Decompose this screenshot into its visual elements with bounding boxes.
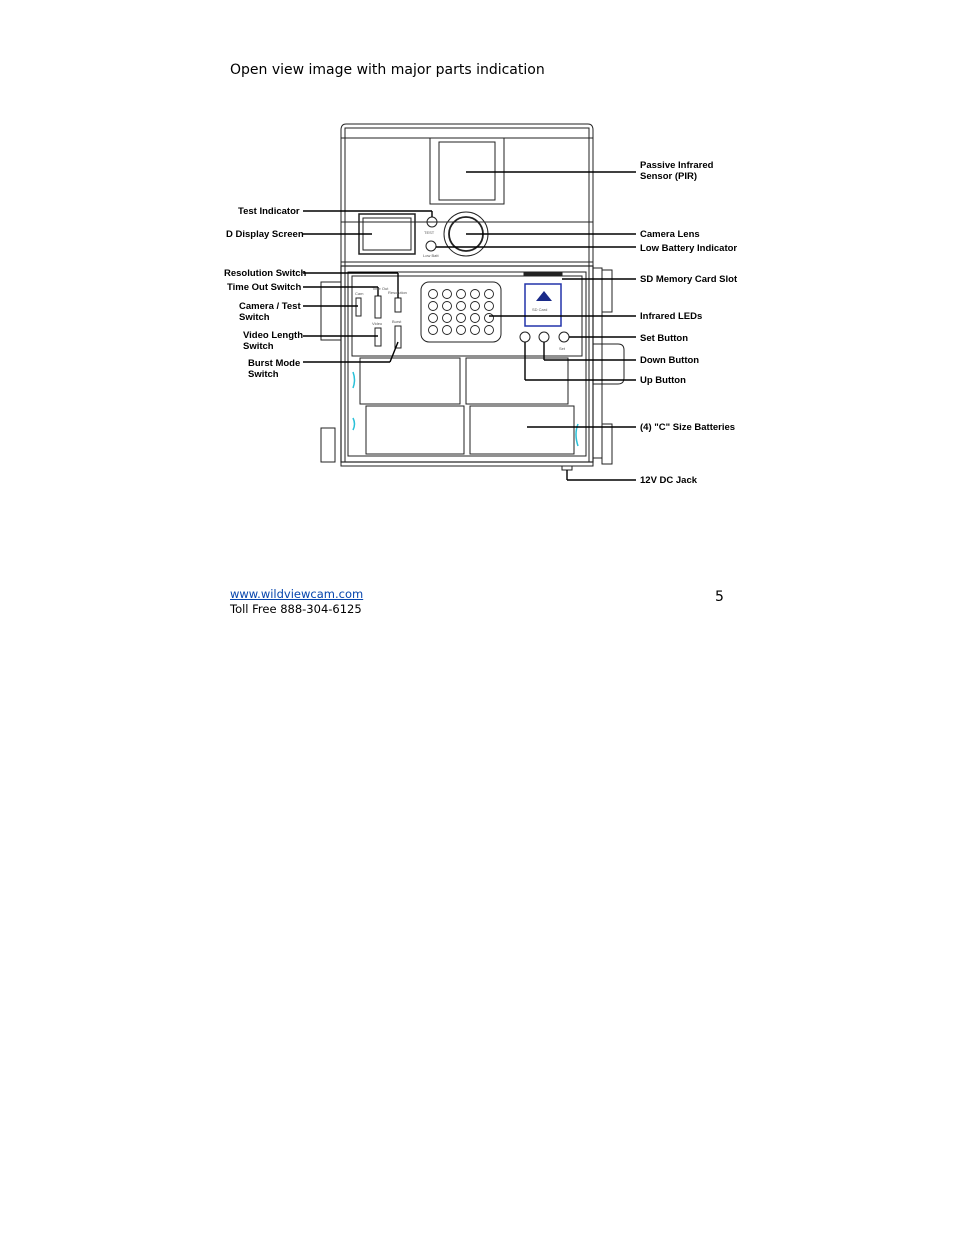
low-battery-led (425, 240, 437, 252)
battery-2 (465, 357, 569, 405)
burst-mode-slider (394, 325, 402, 349)
pir-sensor-window (429, 137, 505, 205)
device-text-test: TEST (424, 230, 435, 235)
device-text-set: Set (559, 346, 566, 351)
housing-inner (344, 127, 590, 463)
label-camera-lens: Camera Lens (640, 229, 700, 240)
camera-test-slider (355, 297, 362, 317)
label-low-battery: Low Battery Indicator (640, 243, 737, 254)
control-panel (340, 265, 594, 463)
label-test-indicator: Test Indicator (238, 206, 300, 217)
page-number: 5 (715, 589, 724, 605)
label-video-line1: Video Length (243, 330, 303, 341)
device-text-resolution: Resolution (388, 290, 407, 295)
set-button-shape (558, 331, 570, 343)
battery-1 (359, 357, 461, 405)
infrared-led-grid (428, 289, 494, 335)
page-heading: Open view image with major parts indicat… (230, 62, 545, 78)
battery-4 (469, 405, 575, 455)
down-button-shape (538, 331, 550, 343)
label-camera-test-line1: Camera / Test (239, 301, 301, 312)
time-out-slider (374, 295, 382, 319)
sd-card-slot (523, 271, 563, 277)
label-time-out: Time Out Switch (227, 282, 301, 293)
infrared-led-panel (420, 281, 502, 343)
label-dc-jack: 12V DC Jack (640, 475, 698, 486)
label-batteries: (4) "C" Size Batteries (640, 422, 735, 433)
website-link[interactable]: www.wildviewcam.com (230, 587, 364, 601)
label-burst-line2: Switch (248, 369, 279, 380)
device-text-video: Video (372, 321, 383, 326)
device-text-burst: Burst (392, 319, 402, 324)
label-lcd: D Display Screen (226, 229, 304, 240)
label-pir-line2: Sensor (PIR) (640, 171, 697, 182)
label-set-button: Set Button (640, 333, 688, 344)
label-infrared-leds: Infrared LEDs (640, 311, 702, 322)
label-down-button: Down Button (640, 355, 699, 366)
video-length-slider (374, 327, 382, 347)
label-resolution: Resolution Switch (224, 268, 307, 279)
camera-diagram: TEST Low Batt SD Card Set Burst Video Re… (224, 123, 738, 486)
up-button-shape (519, 331, 531, 343)
housing-outline (340, 123, 603, 467)
label-video-line2: Switch (243, 341, 274, 352)
device-text-cam: Cam (355, 291, 364, 296)
device-text-low-batt: Low Batt (423, 253, 439, 258)
device-text-time-out: Time Out (372, 286, 389, 291)
battery-3 (365, 405, 465, 455)
label-camera-test-line2: Switch (239, 312, 270, 323)
sd-card (524, 283, 562, 327)
label-sd-slot: SD Memory Card Slot (640, 274, 738, 285)
device-text-sd-card: SD Card (532, 307, 547, 312)
toll-free-phone: Toll Free 888-304-6125 (230, 602, 362, 616)
label-burst-line1: Burst Mode (248, 358, 300, 369)
label-pir-line1: Passive Infrared (640, 160, 714, 171)
resolution-slider (394, 297, 402, 313)
dc-jack-shape (561, 465, 573, 471)
label-up-button: Up Button (640, 375, 686, 386)
